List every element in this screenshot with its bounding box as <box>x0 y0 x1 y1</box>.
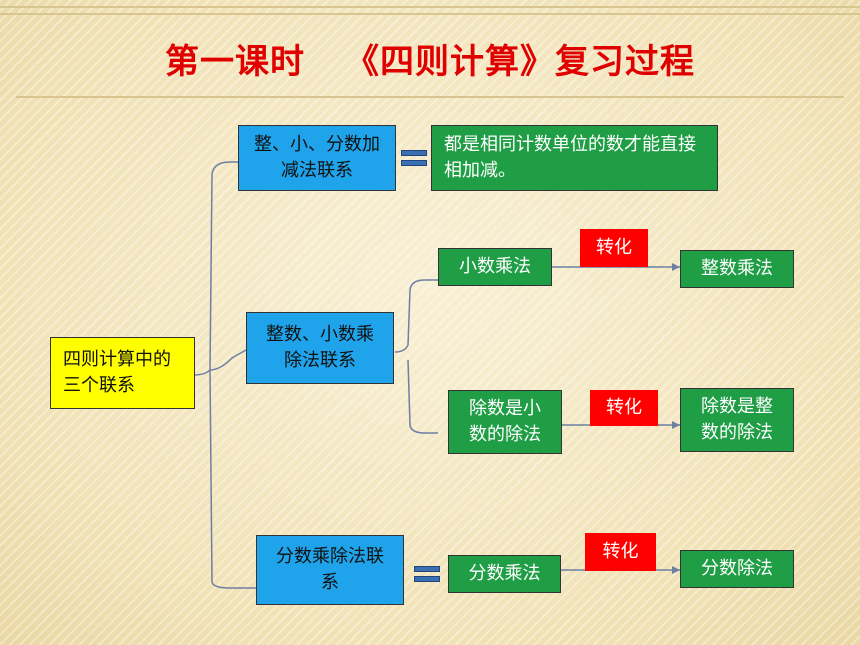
brace-to-decimal-mul <box>394 279 438 353</box>
fraction-mul-div-label: 分数乘除法联系 <box>276 546 384 593</box>
mul-div-label: 整数、小数乘除法联系 <box>266 324 374 371</box>
add-sub-label: 整、小、分数加减法联系 <box>254 134 380 181</box>
brace-to-decimal-divisor <box>407 359 438 434</box>
node-add-sub: 整、小、分数加减法联系 <box>238 125 396 191</box>
title-part-2: 《四则计算》复习过程 <box>345 42 695 82</box>
node-decimal-divisor: 除数是小数的除法 <box>448 390 562 454</box>
transform-badge-1: 转化 <box>580 229 648 267</box>
brace-to-muldiv <box>209 349 247 371</box>
equals-icon <box>401 150 427 166</box>
fraction-div-label: 分数除法 <box>701 558 773 579</box>
decimal-divisor-label: 除数是小数的除法 <box>469 398 541 445</box>
transform-1-label: 转化 <box>596 237 632 258</box>
top-decoration <box>0 0 860 22</box>
transform-badge-2: 转化 <box>590 390 658 426</box>
title-underline <box>16 96 844 98</box>
node-mul-div: 整数、小数乘除法联系 <box>246 312 394 384</box>
brace-to-addsub <box>192 161 238 376</box>
fraction-mul-label: 分数乘法 <box>468 563 541 584</box>
arrowhead-1 <box>672 263 680 271</box>
title-part-1: 第一课时 <box>165 42 305 82</box>
page-title: 第一课时《四则计算》复习过程 <box>0 34 860 83</box>
node-integer-mul: 整数乘法 <box>680 250 794 288</box>
root-label: 四则计算中的三个联系 <box>63 349 171 396</box>
arrowhead-2 <box>672 421 680 429</box>
top-rule-2 <box>0 13 860 15</box>
node-decimal-mul: 小数乘法 <box>438 248 552 286</box>
node-fraction-div: 分数除法 <box>680 550 794 588</box>
integer-divisor-label: 除数是整数的除法 <box>701 396 773 443</box>
node-integer-divisor: 除数是整数的除法 <box>680 388 794 452</box>
node-add-sub-desc: 都是相同计数单位的数才能直接相加减。 <box>431 125 718 191</box>
node-fraction-mul-div: 分数乘除法联系 <box>256 535 404 605</box>
transform-badge-3: 转化 <box>585 533 656 571</box>
brace-to-fraction <box>209 369 256 589</box>
add-sub-desc-label: 都是相同计数单位的数才能直接相加减。 <box>444 134 696 181</box>
transform-3-label: 转化 <box>602 541 639 562</box>
arrowhead-3 <box>672 566 680 574</box>
integer-mul-label: 整数乘法 <box>701 258 773 279</box>
top-rule-1 <box>0 6 860 8</box>
root-node: 四则计算中的三个联系 <box>50 337 195 409</box>
decimal-mul-label: 小数乘法 <box>459 256 531 277</box>
equals-icon <box>414 566 440 582</box>
node-fraction-mul: 分数乘法 <box>448 555 561 593</box>
transform-2-label: 转化 <box>606 397 642 418</box>
